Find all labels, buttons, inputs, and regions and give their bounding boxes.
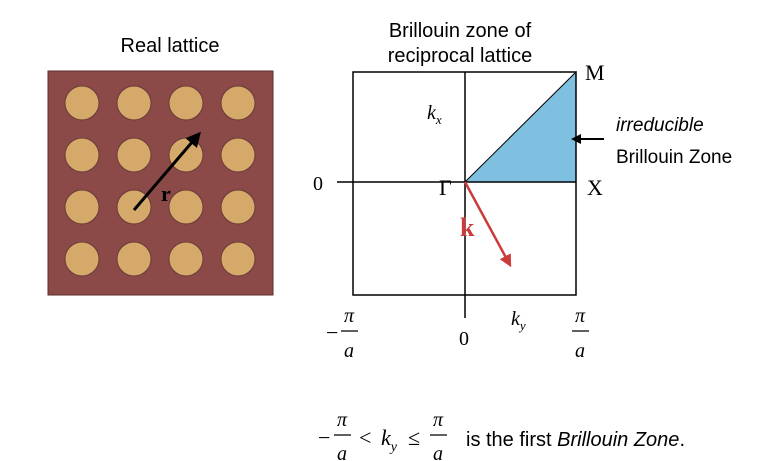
atom-grid (64, 85, 256, 277)
real-lattice-title: Real lattice (121, 35, 220, 57)
lattice-atom (116, 85, 152, 121)
point-gamma: Γ (439, 175, 452, 200)
bz-title-line2: reciprocal lattice (388, 45, 533, 67)
lattice-atom (220, 137, 256, 173)
lattice-atom (116, 137, 152, 173)
caption-less-than: < (359, 425, 371, 450)
bz-title-line1: Brillouin zone of (389, 20, 532, 42)
caption-pi-left: π (337, 409, 348, 431)
lattice-atom (64, 241, 100, 277)
wavevector-label: k (460, 213, 475, 242)
irreducible-label-line2: Brillouin Zone (616, 147, 732, 168)
caption-a-left: a (337, 443, 347, 461)
irreducible-region (463, 70, 577, 183)
lattice-atom (64, 189, 100, 225)
lattice-atom (168, 241, 204, 277)
zero-bottom-label: 0 (459, 328, 469, 350)
axis-kx-label: kx (427, 102, 442, 127)
lattice-atom (220, 85, 256, 121)
lattice-atom (64, 137, 100, 173)
lattice-vector-label: r (161, 181, 171, 206)
axis-ky-label: ky (511, 308, 526, 333)
minus-pi-numerator: π (344, 305, 355, 327)
lattice-atom (64, 85, 100, 121)
lattice-atom (168, 137, 204, 173)
caption-a-right: a (433, 443, 443, 461)
point-x: X (587, 175, 603, 200)
caption-ky: ky (381, 425, 398, 455)
minus-pi-sign: − (326, 320, 338, 345)
caption-pi-right: π (433, 409, 444, 431)
lattice-atom (168, 85, 204, 121)
lattice-atom (220, 241, 256, 277)
pi-denominator: a (575, 340, 585, 362)
lattice-atom (220, 189, 256, 225)
wavevector-arrow (463, 181, 512, 268)
lattice-vector-arrow (132, 131, 201, 211)
caption-less-equal: ≤ (408, 425, 420, 450)
irreducible-label-line1: irreducible (616, 115, 704, 136)
caption-text: is the first Brillouin Zone. (466, 429, 685, 451)
caption-minus: − (318, 425, 330, 450)
lattice-atom (168, 189, 204, 225)
zero-left-label: 0 (313, 173, 323, 195)
pi-numerator: π (575, 305, 586, 327)
minus-pi-denominator: a (344, 340, 354, 362)
lattice-atom (116, 241, 152, 277)
point-m: M (585, 60, 605, 85)
